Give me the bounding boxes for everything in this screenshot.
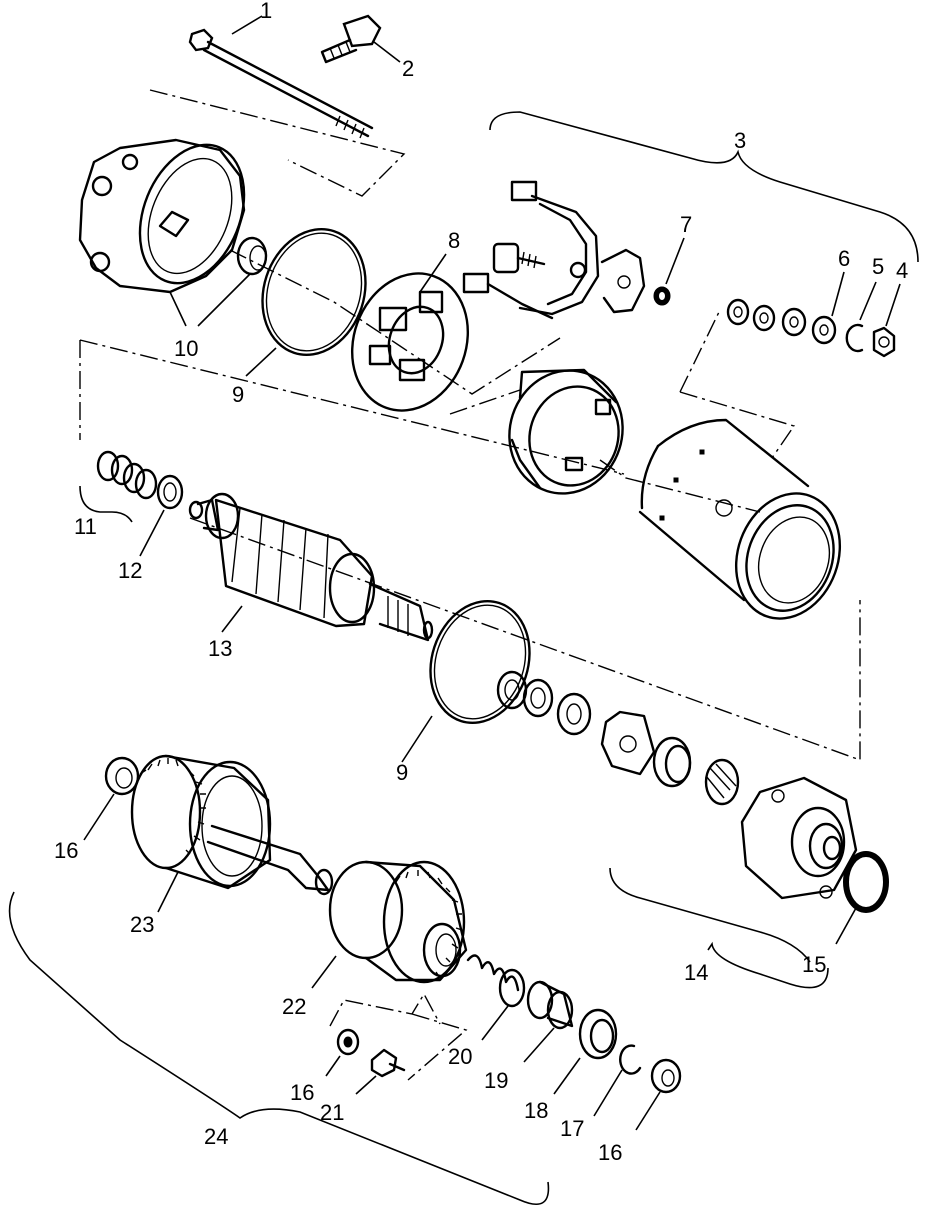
part-7-washer: [653, 237, 685, 306]
part-10-rear-housing: [78, 138, 268, 327]
alignment-lines: [79, 89, 861, 761]
brush-holder-ring: [508, 368, 624, 495]
part-22-clutch: [311, 860, 468, 989]
part-14-front-cover: [609, 776, 858, 989]
callout-3: 3: [734, 128, 746, 153]
part-23-gear-shaft: [130, 754, 334, 913]
callout-23: 23: [130, 912, 154, 937]
callout-14: 14: [684, 960, 708, 985]
part-9-o-ring-upper: [245, 228, 367, 377]
callout-6: 6: [838, 246, 850, 271]
callout-24: 24: [204, 1124, 228, 1149]
callout-8: 8: [448, 228, 460, 253]
callout-9-lower: 9: [396, 760, 408, 785]
callout-19: 19: [484, 1068, 508, 1093]
callout-12: 12: [118, 558, 142, 583]
part-18-bearing: [553, 1008, 618, 1095]
callout-9-upper: 9: [232, 382, 244, 407]
callout-22: 22: [282, 994, 306, 1019]
part-9-o-ring-lower: [401, 599, 531, 763]
part-2-screw: [320, 14, 401, 64]
callout-2: 2: [402, 56, 414, 81]
callout-7: 7: [680, 212, 692, 237]
callout-16-left: 16: [54, 838, 78, 863]
part-11-springs: [79, 450, 158, 523]
part-24-bracket: [8, 891, 550, 1205]
part-20-spring: [466, 954, 526, 1041]
parts-16-21-small-hardware: [325, 992, 468, 1095]
part-12-washer: [139, 474, 184, 557]
callout-4: 4: [896, 258, 908, 283]
callout-numbers: 1 2 3 7 8 6 5 4 10 9 11 12 13 9 16 23 15…: [54, 0, 908, 1165]
part-17-snap-ring: [593, 1044, 642, 1117]
part-8-brush-plate: [350, 253, 470, 412]
callout-16-bottom: 16: [290, 1080, 314, 1105]
callout-1: 1: [260, 0, 272, 23]
callout-16-right: 16: [598, 1140, 622, 1165]
callout-15: 15: [802, 952, 826, 977]
part-1-through-bolt: [188, 15, 374, 139]
callout-5: 5: [872, 254, 884, 279]
callout-20: 20: [448, 1044, 472, 1069]
part-16-washer-right: [635, 1058, 682, 1131]
front-washers-bearings: [496, 670, 740, 806]
callout-17: 17: [560, 1116, 584, 1141]
yoke-housing: [638, 418, 842, 620]
callout-18: 18: [524, 1098, 548, 1123]
callout-10: 10: [174, 336, 198, 361]
part-15-o-ring: [835, 851, 889, 945]
callout-11: 11: [74, 514, 97, 539]
part-19-bushing: [523, 980, 574, 1063]
part-13-armature: [188, 492, 434, 642]
callout-21: 21: [320, 1100, 344, 1125]
parts-4-5-6-washers-nut: [726, 271, 901, 358]
callout-13: 13: [208, 636, 232, 661]
part-16-washer-left: [83, 756, 140, 841]
part-3-brush-holder-assembly: [462, 111, 919, 320]
